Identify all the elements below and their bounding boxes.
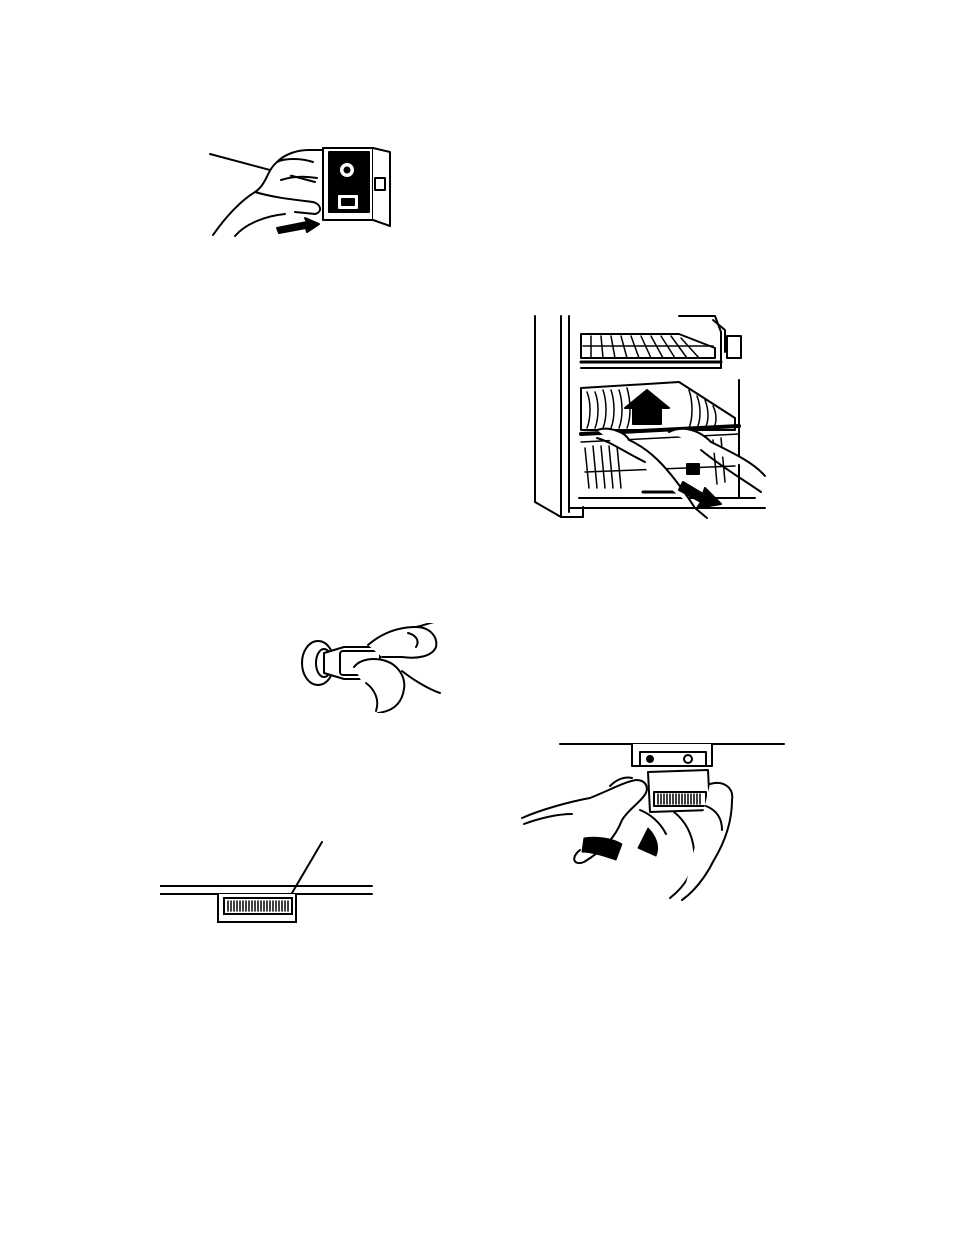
shelf-removal-illustration <box>525 312 770 522</box>
bulb-replacement-illustration <box>298 623 443 713</box>
bulb-replacement-drawing <box>298 623 443 713</box>
light-shield-removal-drawing <box>520 740 788 902</box>
light-shield-illustration <box>160 838 375 923</box>
light-shield-removal-illustration <box>520 740 788 902</box>
shelf-removal-drawing <box>525 312 770 522</box>
control-removal-illustration <box>205 140 395 240</box>
control-removal-drawing <box>205 140 395 240</box>
light-shield-drawing <box>160 838 375 923</box>
